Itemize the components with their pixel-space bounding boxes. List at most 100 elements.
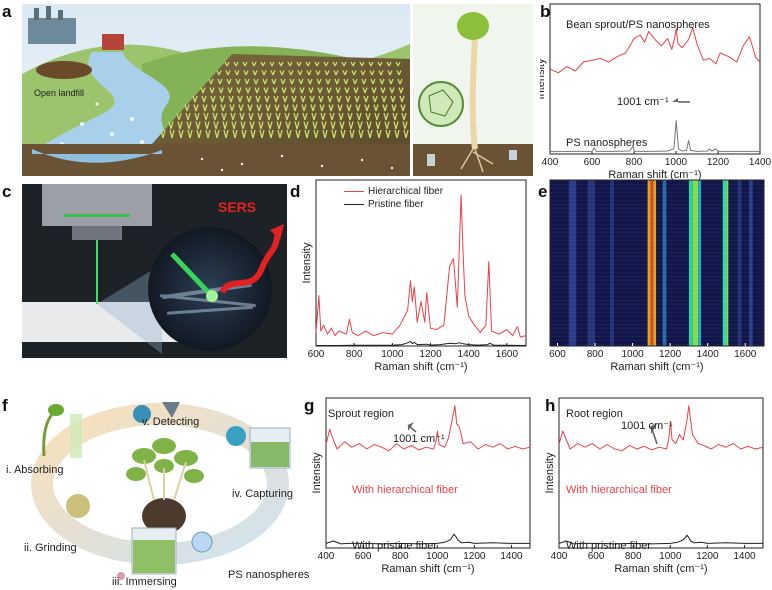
- crop-plant-9: [305, 61, 311, 67]
- crop-plant-215: [403, 129, 409, 139]
- crop-plant-8: [296, 61, 302, 67]
- crop-plant-27: [279, 70, 285, 76]
- crop-plant-156: [365, 112, 371, 121]
- crop-plant-19: [395, 61, 401, 67]
- crop-plant-213: [385, 129, 391, 139]
- chart-g-series-1: [325, 533, 530, 545]
- chart-b-frame: [549, 3, 761, 155]
- crop-plant-124: [310, 104, 316, 112]
- crop-plant-170: [249, 121, 255, 130]
- crop-plant-41: [208, 78, 214, 85]
- crop-plant-101: [327, 95, 333, 103]
- crop-plant-173: [276, 121, 282, 130]
- crop-plant-78: [335, 87, 341, 94]
- heatmap-row-140: [550, 320, 764, 321]
- crop-plant-204: [304, 129, 310, 139]
- chart-h-tick-label-5: 1400: [733, 551, 756, 562]
- crop-plant-137: [194, 112, 200, 121]
- heatmap-row-36: [550, 216, 764, 217]
- chart-b-annotation: 1001 cm⁻¹: [617, 96, 669, 108]
- crop-plant-35: [351, 70, 357, 76]
- crop-plant-126: [328, 104, 334, 112]
- chart-b-xlabel: Raman shift (cm⁻¹): [608, 169, 701, 181]
- heatmap-band-12: [737, 180, 742, 346]
- crop-plant-160: [401, 112, 407, 121]
- heatmap-row-52: [550, 232, 764, 233]
- heatmap-row-8: [550, 188, 764, 189]
- chart-h-tick-label-0: 400: [551, 551, 568, 562]
- crop-plant-32: [324, 70, 330, 76]
- heatmap-row-112: [550, 292, 764, 293]
- heatmap-band-4: [650, 180, 654, 346]
- panel-label-g: g: [304, 396, 315, 415]
- chart-g-annotation: 1001 cm⁻¹: [393, 433, 445, 445]
- heatmap-xlabel: Raman shift (cm⁻¹): [610, 361, 703, 373]
- heatmap-row-64: [550, 244, 764, 245]
- crop-plant-121: [283, 104, 289, 112]
- heatmap-row-108: [550, 288, 764, 289]
- heatmap-band-3: [647, 180, 651, 346]
- sers-label: SERS: [218, 199, 256, 215]
- chart-g-tick-label-3: 1000: [426, 551, 449, 562]
- chart-g-annotation-arrowhead: [408, 422, 414, 431]
- chart-g-title: Sprout region: [328, 408, 395, 420]
- step-immersing: iii. Immersing: [112, 576, 177, 588]
- crop-plant-104: [354, 95, 360, 103]
- crop-plant-116: [238, 104, 244, 112]
- chart-b-tick-label-2: 800: [626, 157, 643, 168]
- crop-plant-114: [220, 104, 226, 112]
- heatmap-row-88: [550, 268, 764, 269]
- crop-plant-89: [219, 95, 225, 103]
- heatmap-row-152: [550, 332, 764, 333]
- detecting-magnifier-icon: [133, 405, 151, 423]
- chart-g-ylabel: Intensity: [311, 452, 323, 493]
- heatmap-band-6: [662, 180, 667, 346]
- crop-plant-1: [233, 61, 239, 67]
- crop-plant-18: [386, 61, 392, 67]
- crop-plant-29: [297, 70, 303, 76]
- heatmap-row-40: [550, 220, 764, 221]
- crop-plant-169: [240, 121, 246, 130]
- crop-plant-167: [222, 121, 228, 130]
- crop-plant-57: [352, 78, 358, 85]
- legend-line-red: [344, 190, 364, 193]
- heatmap-band-8: [692, 180, 699, 346]
- crop-plant-107: [381, 95, 387, 103]
- crop-plant-197: [241, 129, 247, 139]
- chart-g-frame: [325, 397, 531, 549]
- chart-g-tick-label-5: 1400: [500, 551, 523, 562]
- heatmap-row-4: [550, 184, 764, 185]
- crop-plant-176: [303, 121, 309, 130]
- crop-plant-30: [306, 70, 312, 76]
- chart-d-series-1: [316, 340, 527, 346]
- crop-plant-180: [339, 121, 345, 130]
- crop-plant-90: [228, 95, 234, 103]
- crop-plant-134: [400, 104, 406, 112]
- crop-plant-36: [360, 70, 366, 76]
- crop-plant-3: [251, 61, 257, 67]
- crop-plant-201: [277, 129, 283, 139]
- crop-plant-152: [329, 112, 335, 121]
- chart-g-label-pristine: With pristine fiber: [352, 540, 437, 552]
- crop-plant-120: [274, 104, 280, 112]
- crop-plant-73: [290, 87, 296, 94]
- crop-plant-143: [248, 112, 254, 121]
- crop-plant-23: [243, 70, 249, 76]
- plant-leaves-icon: [126, 438, 204, 483]
- seed-leaf-icon: [457, 12, 489, 40]
- step-detecting: v. Detecting: [142, 416, 200, 428]
- heatmap-tick-label-0: 600: [549, 349, 566, 360]
- crop-plant-33: [333, 70, 339, 76]
- crop-plant-131: [373, 104, 379, 112]
- heatmap-row-124: [550, 304, 764, 305]
- crop-plant-189: [169, 129, 175, 139]
- heatmap-row-84: [550, 264, 764, 265]
- chart-g-xlabel: Raman shift (cm⁻¹): [381, 563, 474, 575]
- chart-g-label-hier: With hierarchical fiber: [352, 484, 458, 496]
- crop-plant-141: [230, 112, 236, 121]
- crop-plant-158: [383, 112, 389, 121]
- crop-plant-94: [264, 95, 270, 103]
- crop-plant-135: [176, 112, 182, 121]
- crop-plant-12: [332, 61, 338, 67]
- crop-plant-22: [234, 70, 240, 76]
